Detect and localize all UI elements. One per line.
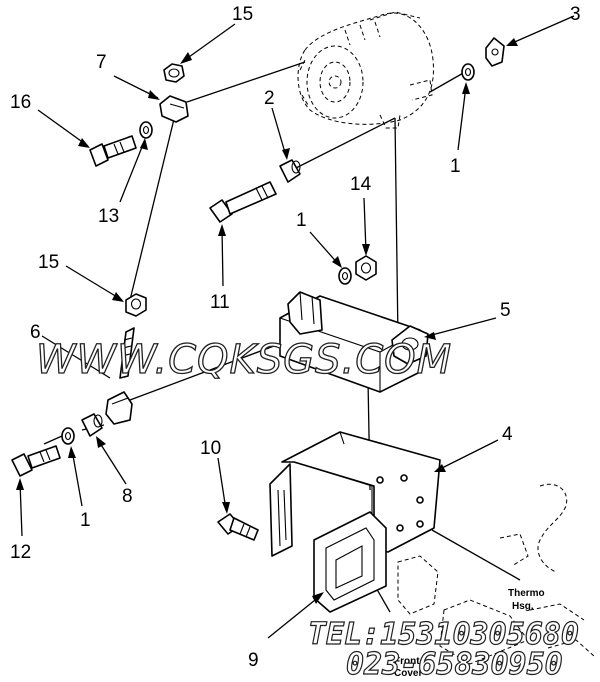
callout-15-left: 15 [38, 252, 59, 273]
watermark-site: WWW.CQKSGS.COM [36, 337, 452, 383]
engine-housing-sketch [397, 483, 595, 665]
callout-14: 14 [350, 174, 372, 195]
part-1-washer-upper [461, 63, 475, 81]
callout-4: 4 [502, 424, 513, 445]
callout-3: 3 [570, 4, 581, 25]
housing-labels: Thermo Hsg. Front Cover [394, 588, 545, 679]
watermark-tel2: 023-65830950 [346, 647, 563, 682]
part-1-washer-middle [338, 267, 352, 285]
alternator [297, 11, 434, 129]
callout-9: 9 [248, 650, 259, 671]
part-14-nut [355, 255, 377, 281]
callout-5: 5 [500, 300, 511, 321]
watermark-tel: TEL:15310305680 [308, 617, 579, 652]
callout-numbers: 15 3 7 16 2 1 13 14 1 11 15 5 6 10 4 8 1… [10, 4, 581, 671]
callout-10: 10 [200, 438, 221, 459]
callout-12: 12 [10, 542, 31, 563]
thermo-label-line2: Hsg. [512, 601, 534, 612]
part-5-mounting-bracket [279, 291, 429, 393]
callout-2: 2 [264, 88, 275, 109]
callout-leaders [16, 15, 575, 639]
part-12-bolt [11, 445, 61, 477]
part-15-nut-top [163, 63, 185, 83]
front-cover-label-line1: Front [394, 656, 420, 667]
part-13-washer [139, 121, 153, 139]
callout-16: 16 [10, 92, 31, 113]
part-10-screw [217, 513, 259, 541]
watermark-group: WWW.CQKSGS.COM TEL:15310305680 023-65830… [35, 336, 579, 682]
part-2-spacer [279, 159, 301, 183]
callout-13: 13 [98, 206, 119, 227]
callout-11: 11 [210, 292, 230, 313]
callout-6: 6 [30, 322, 41, 343]
part-15-nut-left [125, 293, 147, 317]
callout-8: 8 [122, 486, 133, 507]
part-1-washer-lower [61, 427, 75, 445]
part-16-bolt [89, 135, 137, 167]
callout-15-top: 15 [232, 4, 253, 25]
part-7-block [159, 95, 189, 123]
part-8-spacer [81, 413, 103, 437]
part-3-clip [485, 37, 505, 67]
callout-1-middle: 1 [296, 210, 307, 231]
part-9-gasket [313, 511, 387, 613]
callout-7: 7 [96, 52, 107, 73]
callout-1-lower: 1 [80, 510, 91, 531]
callout-1-upper: 1 [450, 156, 461, 177]
part-11-bolt [209, 181, 277, 223]
part-4-support [269, 431, 441, 557]
part-6-link-rod [105, 327, 135, 425]
front-cover-label-line2: Cover [394, 668, 422, 679]
thermo-label-line1: Thermo [508, 588, 545, 599]
